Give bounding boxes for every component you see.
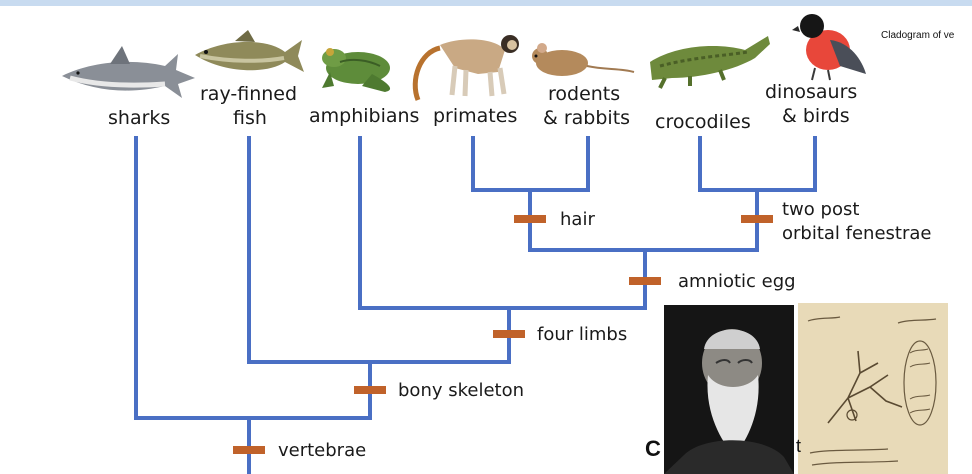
crocodile-icon <box>650 36 770 89</box>
trait-marker-amniotic-egg <box>629 277 661 285</box>
darwin-portrait <box>664 305 794 474</box>
trait-fenestrae-line1: two post <box>782 199 859 220</box>
trait-bony-skeleton: bony skeleton <box>398 380 524 401</box>
branch-osteichthyes <box>134 360 372 420</box>
trait-marker-vertebrae <box>233 446 265 454</box>
branch-amniotes <box>358 248 647 310</box>
trait-marker-four-limbs <box>493 330 525 338</box>
taxon-crocodiles: crocodiles <box>655 111 751 133</box>
trait-fenestrae-line2: orbital fenestrae <box>782 223 931 244</box>
frog-icon <box>322 48 391 92</box>
partial-text-left: C <box>645 436 661 461</box>
caption-text: Cladogram of ve <box>881 30 955 41</box>
bird-icon <box>792 14 866 81</box>
branch-primates-rodents <box>471 136 590 192</box>
trait-four-limbs: four limbs <box>537 324 627 345</box>
monkey-icon <box>412 35 519 101</box>
notebook-sketch <box>798 303 948 474</box>
taxon-rodents-line1: rodents <box>548 83 620 105</box>
mouse-icon <box>532 43 635 76</box>
trait-marker-fenestrae <box>741 215 773 223</box>
trait-marker-hair <box>514 215 546 223</box>
branch-crocs-birds <box>698 136 817 192</box>
taxon-sharks: sharks <box>108 107 170 129</box>
trait-hair: hair <box>560 209 595 230</box>
taxon-primates: primates <box>433 105 517 127</box>
branch-tetrapods <box>247 306 511 364</box>
taxon-amphibians: amphibians <box>309 105 419 127</box>
top-border <box>0 0 972 6</box>
shark-icon <box>62 46 195 98</box>
taxon-rodents-line2: & rabbits <box>543 107 630 129</box>
taxon-dinosaurs-line1: dinosaurs <box>765 81 857 103</box>
taxon-rayfinned-line2: fish <box>233 107 267 129</box>
trait-marker-bony-skeleton <box>354 386 386 394</box>
taxon-rayfinned-line1: ray-finned <box>200 83 297 105</box>
partial-text-right: t <box>796 436 802 456</box>
trait-vertebrae: vertebrae <box>278 440 366 461</box>
fish-icon <box>195 30 304 72</box>
taxon-dinosaurs-line2: & birds <box>782 105 850 127</box>
trait-amniotic-egg: amniotic egg <box>678 271 796 292</box>
